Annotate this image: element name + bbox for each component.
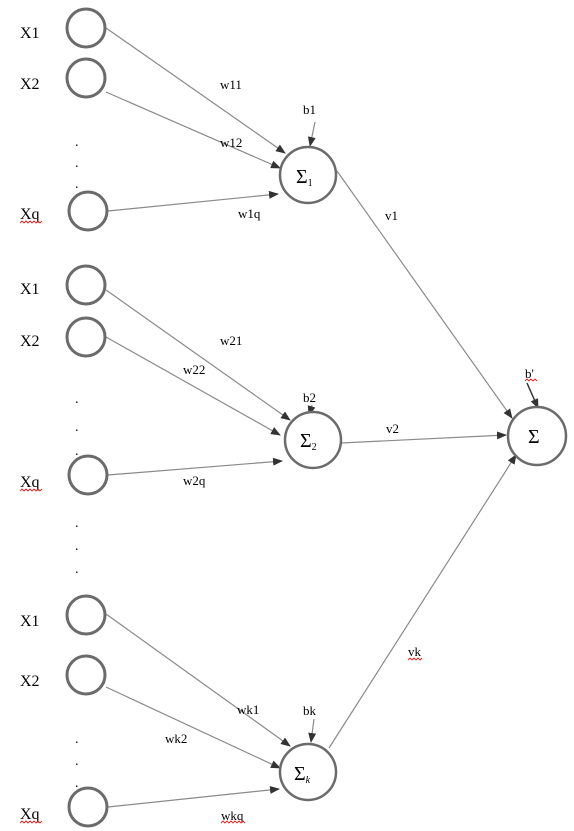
input-node-x2-groupk xyxy=(65,654,107,696)
edge-xq-sum2 xyxy=(107,457,283,476)
bias-label-b1: b1 xyxy=(303,102,316,117)
input-label-x2-group2: X2 xyxy=(20,333,40,350)
weight-label-wk1: wk1 xyxy=(237,702,259,717)
sum-node-2 xyxy=(283,410,343,470)
ellipsis-dot: . xyxy=(75,562,79,577)
spellcheck-underline xyxy=(220,820,246,824)
output-node xyxy=(506,405,568,467)
input-label-xq-group2: Xq xyxy=(20,474,40,491)
ellipsis-dot: . xyxy=(75,444,79,459)
input-node-x2-group2 xyxy=(65,316,107,358)
weight-label-v2: v2 xyxy=(386,421,399,436)
input-node-xq-groupk xyxy=(67,786,109,828)
sum-node-2-label: Σ2 xyxy=(300,430,317,453)
input-label-x2-groupk: X2 xyxy=(20,673,40,690)
ellipsis-dot: . xyxy=(75,516,79,531)
ellipsis-dot: . xyxy=(75,776,79,791)
edge-x2-sum2 xyxy=(105,336,281,436)
edge-xq-sumk xyxy=(107,785,280,808)
input-label-xq-groupk: Xq xyxy=(20,806,40,823)
weight-label-w11: w11 xyxy=(220,77,242,92)
input-label-x1-groupk: X1 xyxy=(20,613,40,630)
weight-label-w1q: w1q xyxy=(238,206,261,221)
ellipsis-dot: . xyxy=(75,420,79,435)
output-bias-label: b' xyxy=(525,366,534,381)
edge-bk-sumk xyxy=(308,718,317,743)
edge-sum1-output xyxy=(336,170,513,419)
input-node-x1-group2 xyxy=(65,264,107,306)
weight-label-vk: vk xyxy=(408,644,422,659)
weight-label-w21: w21 xyxy=(220,333,242,348)
ellipsis-dot: . xyxy=(75,539,79,554)
ellipsis-dot: . xyxy=(75,156,79,171)
weight-label-w22: w22 xyxy=(183,362,205,377)
spellcheck-underline xyxy=(524,378,538,382)
input-node-x1-groupk xyxy=(65,594,107,636)
spellcheck-underline xyxy=(19,488,43,492)
edge-x1-sum1 xyxy=(105,27,286,154)
sum-node-k xyxy=(278,742,338,802)
weight-label-wk2: wk2 xyxy=(165,731,187,746)
weight-label-w12: w12 xyxy=(220,135,242,150)
weight-label-v1: v1 xyxy=(385,208,398,223)
edge-x2-sum1 xyxy=(105,91,281,169)
input-label-xq-group1: Xq xyxy=(20,206,40,223)
input-label-x1-group1: X1 xyxy=(20,25,40,42)
bias-label-b2: b2 xyxy=(303,390,316,405)
input-node-xq-group2 xyxy=(67,454,109,496)
sum-node-1 xyxy=(278,145,338,205)
output-node-label: Σ xyxy=(528,426,540,448)
edge-sum2-output xyxy=(340,431,507,444)
weight-label-w2q: w2q xyxy=(183,473,206,488)
edge-x2-sumk xyxy=(105,686,281,769)
input-node-x2-group1 xyxy=(65,57,107,99)
input-node-x1-group1 xyxy=(65,7,107,49)
ellipsis-dot: . xyxy=(75,135,79,150)
ellipsis-dot: . xyxy=(75,392,79,407)
spellcheck-underline xyxy=(19,220,43,224)
spellcheck-underline xyxy=(19,820,43,824)
input-node-xq-group1 xyxy=(67,190,109,232)
edge-x1-sumk xyxy=(105,613,291,747)
edge-xq-sum1 xyxy=(107,190,279,212)
spellcheck-underline xyxy=(407,657,423,661)
input-label-x2-group1: X2 xyxy=(20,76,40,93)
sum-node-k-label: Σk xyxy=(294,763,311,786)
edge-bprime-output xyxy=(526,382,539,409)
ellipsis-dot: . xyxy=(75,732,79,747)
input-label-x1-group2: X1 xyxy=(20,281,40,298)
ellipsis-dot: . xyxy=(75,754,79,769)
sum-node-1-label: Σ1 xyxy=(296,166,313,189)
bias-label-bk: bk xyxy=(303,703,317,718)
edge-b1-sum1 xyxy=(307,121,316,147)
edge-x1-sum2 xyxy=(105,289,291,421)
edge-sumk-output xyxy=(328,454,517,749)
ellipsis-dot: . xyxy=(75,177,79,192)
weight-label-wkq: wkq xyxy=(221,808,244,823)
